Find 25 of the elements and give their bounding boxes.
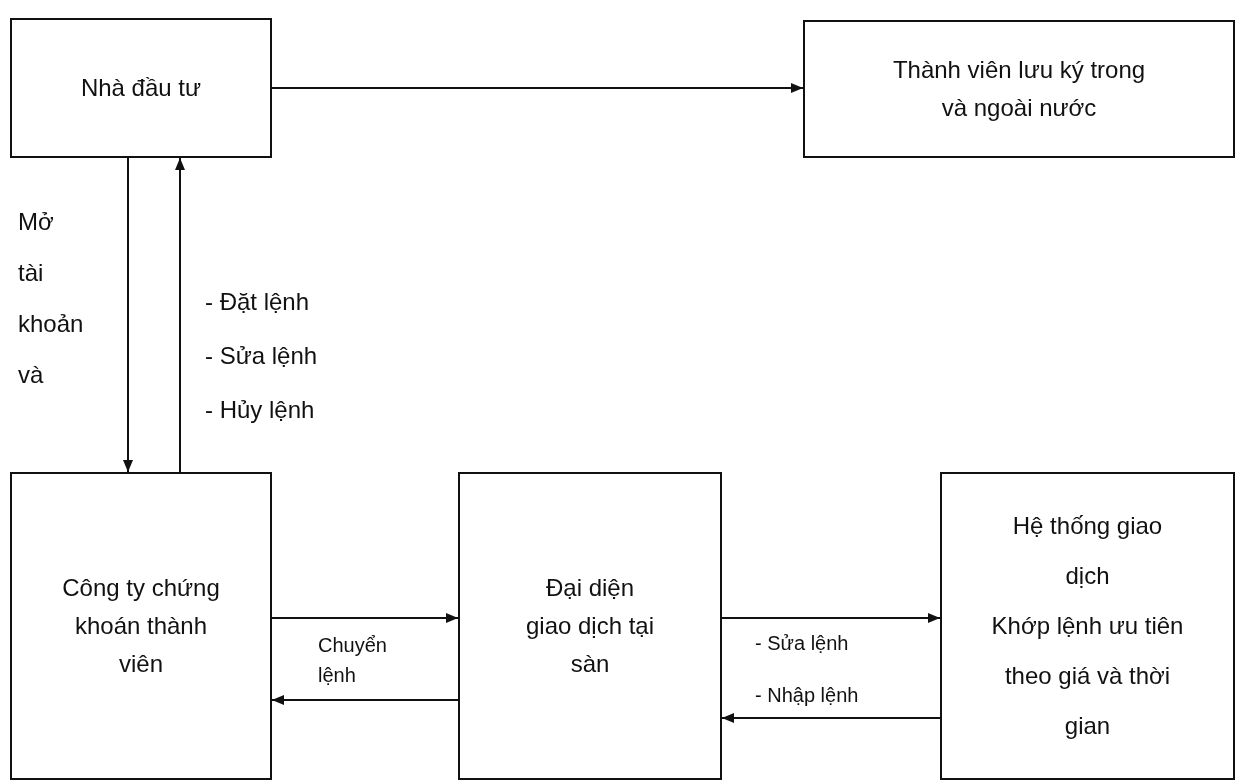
arrow-note: - Đặt lệnh (205, 287, 310, 317)
arrow-note: - Sửa lệnh (755, 631, 849, 656)
box-label: Công ty chứng khoán thành viên (61, 573, 221, 679)
box-label: Thành viên lưu ký trong và ngoài nước (891, 55, 1147, 123)
arrow (271, 613, 459, 623)
arrow-note: Chuyển lệnh (318, 633, 388, 688)
box-label: Hệ thống giao dịch (1011, 511, 1164, 591)
arrow (123, 157, 133, 473)
box-label: Đại diện giao dịch tại sàn (525, 573, 655, 679)
arrow-note: - Hủy lệnh (205, 395, 315, 425)
arrow (175, 157, 185, 473)
arrow-note: - Sửa lệnh (205, 341, 318, 371)
arrow (271, 83, 804, 93)
process-box (940, 472, 1235, 780)
arrow (271, 695, 459, 705)
process-box (458, 472, 722, 780)
process-box (10, 472, 272, 780)
box-label: Nhà đầu tư (80, 73, 202, 103)
process-box (10, 18, 272, 158)
arrow (721, 613, 941, 623)
arrow (721, 713, 941, 723)
box-label: Khớp lệnh ưu tiên theo giá và thời gian (990, 611, 1185, 741)
arrow-note: - Nhập lệnh (755, 683, 859, 708)
edge-label: Mở tài khoản và (18, 207, 84, 390)
process-box (803, 20, 1235, 158)
